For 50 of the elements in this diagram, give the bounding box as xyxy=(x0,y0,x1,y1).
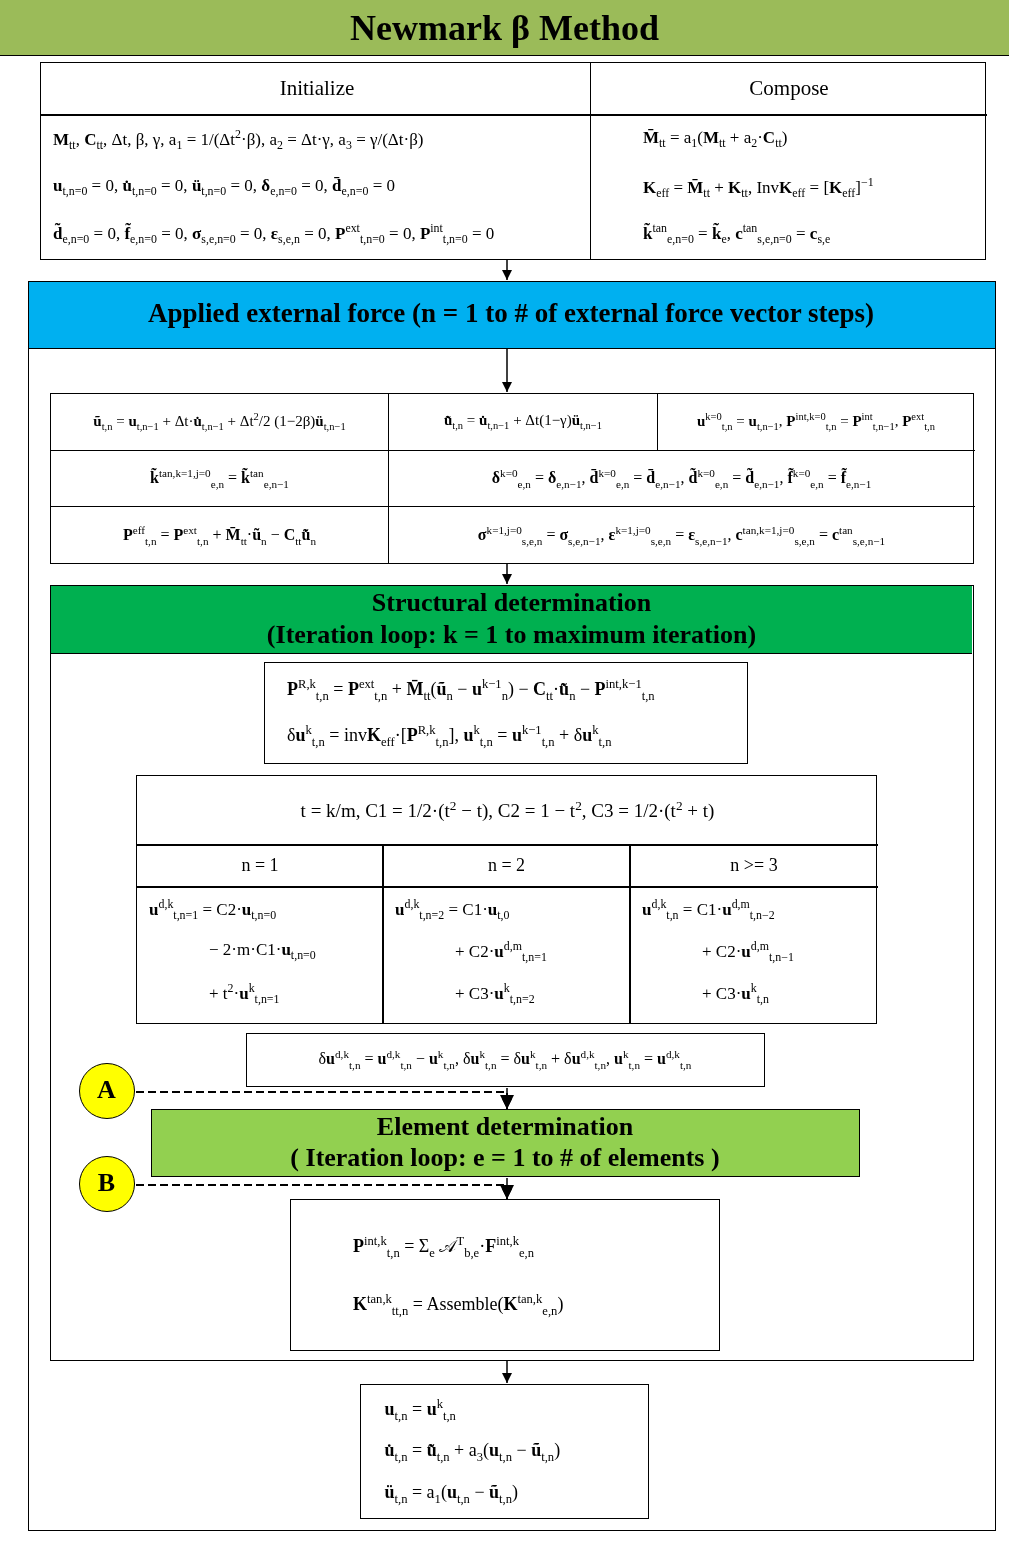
formula: u$^{d,k}$$_{t,n=1}$ = C2·u$_{t,n=0}$ xyxy=(149,897,277,923)
marker-letter: B xyxy=(97,1169,116,1198)
formula: K$_{eff}$ = M̄$_{tt}$ + K$_{tt}$, InvK$_{eff}$ = [K$_{eff}$]$^{−1}$ xyxy=(643,175,874,201)
column-header: n >= 3 xyxy=(730,856,778,876)
formula-box xyxy=(246,1033,765,1087)
formula: δ$^{k=0}$$_{e,n}$ = δ$_{e,n−1}$, d̄$^{k=0}$$_{e,n}$ = d̄$_{e,n−1}$, d̃$^{k=0}$$_{e,n}$ = d̃$_{e,n−1}$, f̃$^{k=0}$$_{e,n}$ = f̃$_{e,n−1}$ xyxy=(491,467,872,490)
arrow xyxy=(501,1360,513,1384)
dashed-arrow xyxy=(135,1091,514,1110)
formula-box xyxy=(290,1199,720,1351)
formula: u$_{t,n=0}$ = 0, u̇$_{t,n=0}$ = 0, ü$_{t,n=0}$ = 0, δ$_{e,n=0}$ = 0, d̄$_{e,n=0}$ = 0 xyxy=(53,177,395,199)
formula-table xyxy=(49,392,974,564)
subheading: (Iteration loop: k = 1 to maximum iteration) xyxy=(266,621,757,650)
formula: M̄$_{tt}$ = a$_{1}$(M$_{tt}$ + a$_{2}$·C$_{tt}$) xyxy=(643,129,788,151)
heading: Applied external force (n = 1 to # of external force vector steps) xyxy=(147,299,875,329)
formula-box xyxy=(264,662,748,764)
heading: Element determination xyxy=(376,1113,634,1142)
arrow xyxy=(501,563,513,585)
table-header: Initialize xyxy=(279,76,355,101)
subheading: ( Iteration loop: e = 1 to # of elements ) xyxy=(290,1144,720,1173)
marker-letter: A xyxy=(97,1076,116,1105)
marker-circle xyxy=(79,1156,135,1212)
formula: ü$_{t,n}$ = a$_{1}$(u$_{t,n}$ − ũ$_{t,n}$) xyxy=(384,1482,518,1507)
title: Newmark β Method xyxy=(0,0,1009,56)
dashed-arrow xyxy=(135,1184,514,1200)
formula: t = k/m, C1 = 1/2·(t$^{2}$ − t), C2 = 1 − t$^{2}$, C3 = 1/2·(t$^{2}$ + t) xyxy=(300,798,715,823)
formula: ũ$_{t,n}$ = u$_{t,n−1}$ + Δt·u̇$_{t,n−1}$ + Δt$^{2}$/2 (1−2β)ü$_{t,n−1}$ xyxy=(93,411,346,433)
column-header: n = 2 xyxy=(487,856,526,876)
formula: u̇$_{t,n}$ = u̇̃$_{t,n}$ + a$_{3}$(u$_{t,n}$ − ũ$_{t,n}$) xyxy=(384,1440,561,1465)
loop-frame xyxy=(28,281,996,1531)
formula-box xyxy=(359,1383,649,1519)
formula: u$^{d,k}$$_{t,n=2}$ = C1·u$_{t,0}$ xyxy=(395,897,510,923)
marker-circle xyxy=(79,1063,135,1119)
formula: u̇̃$_{t,n}$ = u̇$_{t,n−1}$ + Δt(1−γ)ü$_{t,n−1}$ xyxy=(443,412,603,432)
formula-table xyxy=(136,775,877,1024)
formula: d̃$_{e,n=0}$ = 0, f̃$_{e,n=0}$ = 0, σ$_{s,e,n=0}$ = 0, ε$_{s,e,n}$ = 0, P$^{ext}$$_{t,n=0}$ = 0, P$^{int}$$_{t,n=0}$ = 0 xyxy=(53,221,495,247)
formula-panel xyxy=(590,62,986,260)
formula: M$_{tt}$, C$_{tt}$, Δt, β, γ, a$_{1}$ = 1/(Δt$^{2}$·β), a$_{2}$ = Δt·γ, a$_{3}$ = γ/(Δt·β) xyxy=(53,127,424,153)
arrow xyxy=(501,259,513,281)
heading: Structural determination xyxy=(371,589,652,618)
formula: k̃$^{tan}$$_{e,n=0}$ = k̃$_{e}$, c$^{tan}$$_{s,e,n=0}$ = c$_{s,e}$ xyxy=(643,221,831,247)
column-header: n = 1 xyxy=(241,856,279,876)
formula: − 2·m·C1·u$_{t,n=0}$ xyxy=(209,941,316,963)
formula: P$^{eff}$$_{t,n}$ = P$^{ext}$$_{t,n}$ + M̄$_{tt}$·ũ$_{n}$ − C$_{tt}$u̇̃$_{n}$ xyxy=(123,523,316,547)
arrow xyxy=(501,348,513,393)
loop-frame xyxy=(49,584,974,1361)
formula: K$^{tan,k}$$_{tt,n}$ = Assemble(K$^{tan,k}$$_{e,n}$) xyxy=(353,1292,564,1319)
table-header: Compose xyxy=(749,76,829,101)
formula-panel xyxy=(40,62,592,260)
heading-band xyxy=(151,1109,860,1177)
heading-band xyxy=(27,280,996,349)
